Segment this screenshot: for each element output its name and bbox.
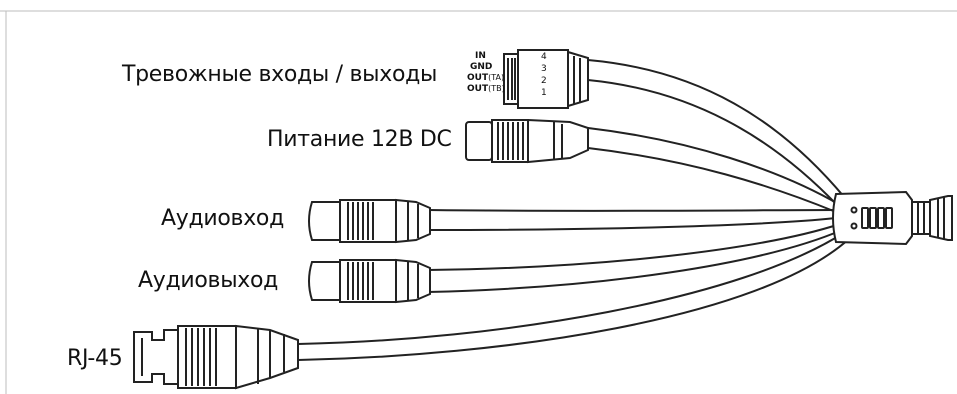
pin-out-ta-suffix: (TA) (488, 73, 505, 82)
pin-out-ta-text: OUT (467, 73, 489, 83)
alarm-terminal-connector (503, 49, 589, 109)
pin-number-3: 3 (541, 64, 547, 74)
audio-out-connector (308, 258, 431, 304)
label-power: Питание 12В DC (267, 127, 452, 152)
main-hub-connector (832, 190, 953, 246)
pin-out-tb-label: OUT(TB) (467, 84, 505, 94)
pin-number-4: 4 (541, 52, 547, 62)
pin-out-tb-suffix: (TB) (488, 84, 505, 93)
label-audio-out: Аудиовыход (138, 268, 279, 293)
pin-number-2: 2 (541, 76, 547, 86)
rj45-connector (133, 324, 299, 390)
label-audio-in: Аудиовход (161, 206, 284, 231)
power-dc-connector (465, 118, 589, 164)
pin-out-ta-label: OUT(TA) (467, 73, 504, 83)
label-alarm-io: Тревожные входы / выходы (122, 62, 438, 87)
pin-in-label: IN (475, 51, 486, 61)
pin-number-1: 1 (541, 88, 547, 98)
pin-gnd-label: GND (470, 62, 493, 72)
audio-in-connector (308, 198, 431, 244)
pin-out-tb-text: OUT (467, 84, 489, 94)
cables (297, 59, 851, 361)
label-rj45: RJ-45 (67, 346, 123, 371)
